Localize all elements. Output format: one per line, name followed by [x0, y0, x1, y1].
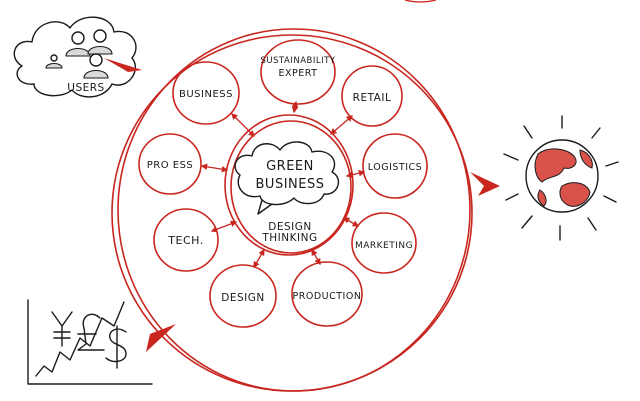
node-label: TECH.: [167, 234, 203, 247]
node-process: PRO ESS: [138, 133, 202, 195]
users-pointer-arrow: [104, 58, 142, 72]
globe-icon: [503, 115, 619, 241]
currency-pointer-arrow: [146, 324, 176, 352]
top-edge-mark: [404, 0, 437, 3]
center-circle: [224, 114, 354, 256]
node-tech: TECH.: [153, 208, 219, 272]
cloud-tail: [257, 199, 273, 215]
node-label: EXPERT: [279, 68, 318, 79]
node-business: BUSINESS: [172, 61, 240, 125]
node-label: PRO ESS: [147, 160, 194, 171]
center-title-line1: GREEN: [266, 159, 314, 174]
node-label: LOGISTICS: [368, 162, 422, 173]
node-retail: RETAIL: [341, 65, 403, 127]
node-production: PRODUCTION: [291, 261, 363, 327]
node-logistics: LOGISTICS: [362, 133, 428, 199]
center-sub-line2: THINKING: [261, 232, 317, 244]
users-cloud-icon: [13, 16, 137, 98]
node-label: BUSINESS: [179, 89, 233, 100]
currency-growth-icon: [27, 299, 153, 385]
center-title-line2: BUSINESS: [256, 177, 325, 192]
node-label: SUSTAINABILITY: [260, 56, 335, 66]
node-marketing: MARKETING: [351, 212, 417, 274]
globe-pointer-arrow: [470, 172, 500, 196]
node-label: DESIGN: [221, 292, 264, 304]
node-label: RETAIL: [353, 92, 392, 104]
center-cloud-icon: [234, 141, 340, 206]
node-label: PRODUCTION: [293, 291, 362, 302]
node-design: DESIGN: [209, 264, 277, 328]
connector-arrows: [200, 100, 366, 269]
center-sub-line1: DESIGN: [268, 221, 311, 233]
node-sustainability-expert: SUSTAINABILITY EXPERT: [260, 39, 336, 105]
users-label: USERS: [67, 82, 104, 94]
outer-circle: [111, 28, 473, 392]
node-label: MARKETING: [355, 241, 413, 251]
